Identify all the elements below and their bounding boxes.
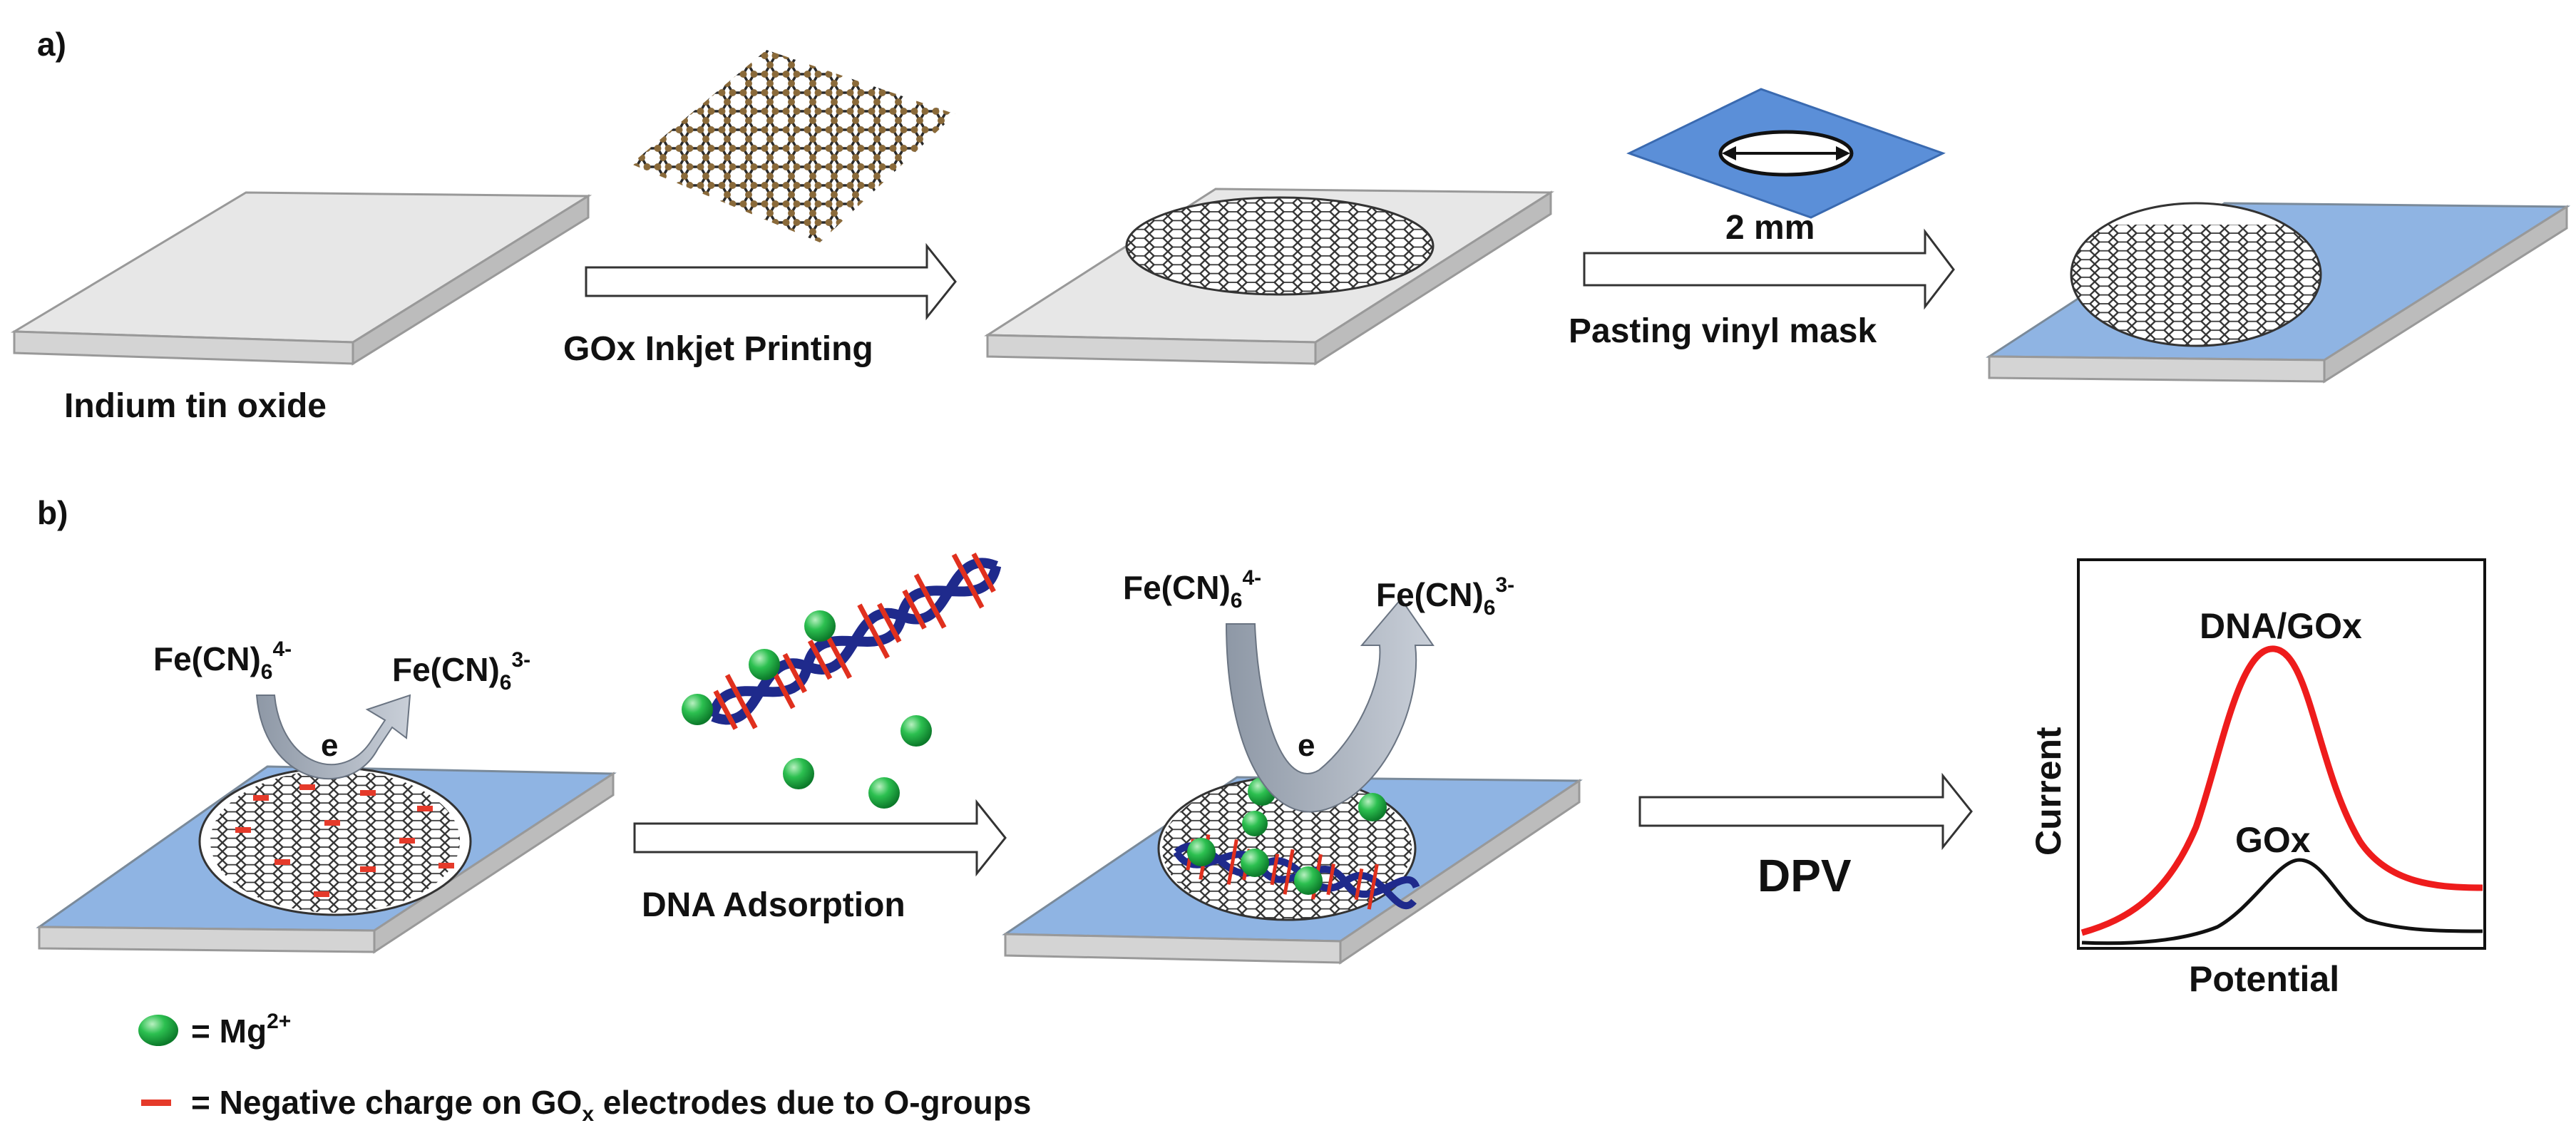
graphene-film-a	[1125, 196, 1435, 296]
mg-symbol	[138, 1015, 178, 1046]
ito-slab-1	[10, 191, 592, 366]
product-b1: Fe(CN)63-	[392, 648, 530, 695]
ito-label: Indium tin oxide	[64, 387, 327, 425]
legend-negative-charge: = Negative charge on GOx electrodes due …	[191, 1084, 1031, 1126]
electrode-b2	[1002, 776, 1583, 965]
panel-a-letter: a)	[37, 26, 66, 63]
arrow-dna-adsorption	[633, 799, 1007, 877]
reactant-b1: Fe(CN)64-	[153, 637, 292, 684]
redox-arrow-b1	[255, 694, 411, 780]
legend: = Mg2+ = Negative charge on GOx electrod…	[138, 1010, 1031, 1126]
dpv-label: DPV	[1757, 850, 1852, 901]
x-axis-label: Potential	[2189, 959, 2339, 999]
mask-dimension: 2 mm	[1725, 209, 1815, 247]
step1-label: GOx Inkjet Printing	[563, 330, 873, 368]
curve-dna-gox	[2080, 645, 2483, 936]
y-axis-label: Current	[2028, 727, 2068, 856]
curve-gox	[2081, 858, 2483, 945]
negative-charge-marks	[235, 784, 454, 897]
arrow-step-1	[585, 242, 957, 321]
dna-cluster	[682, 552, 1002, 809]
electron-b1: e	[321, 728, 338, 763]
panel-b-letter: b)	[37, 494, 68, 531]
legend-mg: = Mg2+	[191, 1010, 291, 1050]
product-b2: Fe(CN)63-	[1376, 573, 1514, 620]
vinyl-mask	[1626, 88, 1946, 219]
redox-arrow-b2	[1225, 598, 1435, 813]
masked-electrode-a	[1986, 202, 2571, 384]
arrow-step-2	[1583, 228, 1955, 310]
arrow-dpv	[1638, 772, 1973, 851]
electron-b2: e	[1298, 728, 1315, 763]
label-dna-gox: DNA/GOx	[2200, 606, 2362, 646]
dpv-graph: DNA/GOx GOx Current Potential	[2028, 558, 2486, 999]
step2-label: Pasting vinyl mask	[1569, 312, 1877, 350]
negative-charge-symbol	[141, 1100, 171, 1106]
label-gox: GOx	[2235, 820, 2311, 860]
dna-adsorption-label: DNA Adsorption	[642, 886, 905, 924]
electrode-b1	[36, 765, 617, 954]
gox-sheet	[631, 50, 955, 242]
reactant-b2: Fe(CN)64-	[1123, 566, 1261, 613]
